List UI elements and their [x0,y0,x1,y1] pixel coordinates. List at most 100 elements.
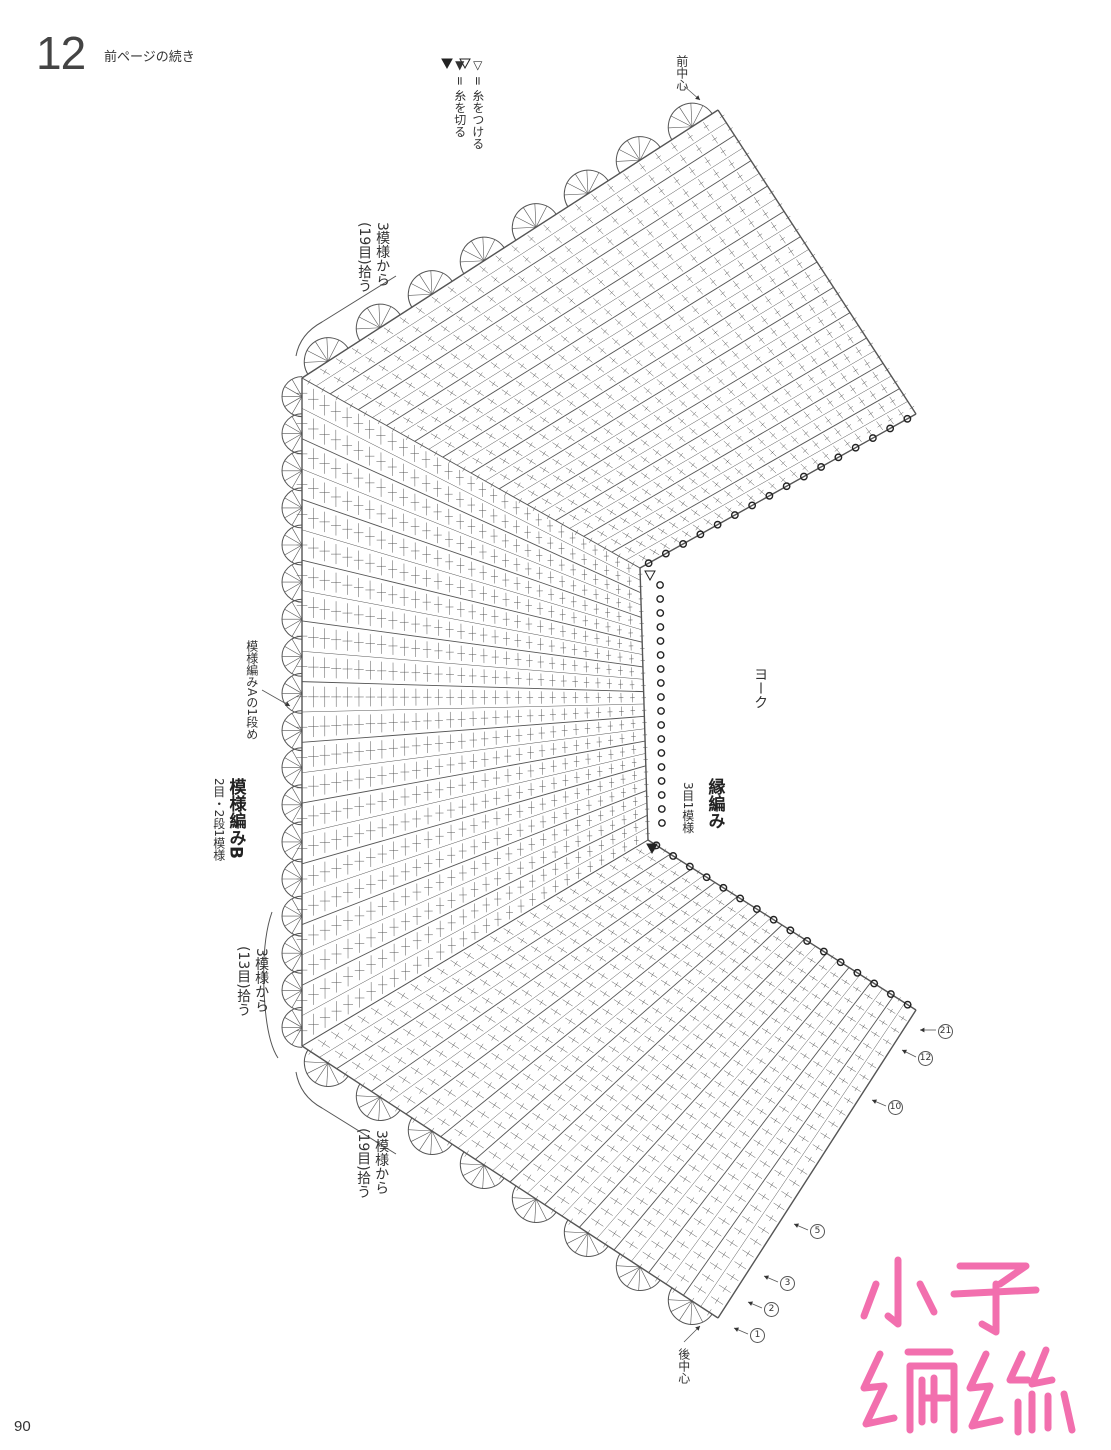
stitch [513,299,842,497]
stitch [684,878,688,883]
stitch [606,429,611,434]
stitch [527,931,794,1194]
stitch [595,299,600,304]
stitch [573,278,578,283]
stitch [551,257,556,262]
fan-stitch [291,804,303,823]
fan-stitch [515,226,537,241]
stitch [603,259,608,264]
stitch [566,317,570,323]
stitch [684,1093,689,1099]
fan-stitch [284,942,303,954]
stitch [782,426,787,431]
stitch [559,913,563,919]
stitch [315,122,727,387]
stitch [788,302,793,307]
stitch [648,872,652,877]
stitch [394,1038,399,1045]
fan-stitch [411,1117,433,1132]
fan-stitch [291,379,303,397]
stitch [515,450,520,456]
stitch [756,286,762,291]
stitch [814,339,820,343]
stitch [870,1062,874,1068]
stitch [652,333,657,338]
stitch [683,191,689,195]
fan-stitch [378,303,381,328]
fan-stitch [410,283,433,295]
stitch [688,135,693,139]
stitch [750,1069,754,1075]
stitch [634,378,639,383]
stitch [734,283,739,287]
stitch [571,1037,576,1043]
stitch [812,1042,816,1048]
stitch [395,374,399,380]
fan-stitch [535,205,548,228]
stitch [873,1031,877,1037]
stitch [814,994,818,999]
stitch [680,1275,686,1282]
stitch [443,1070,448,1077]
stitch [557,1144,563,1151]
fan-stitch [291,656,303,674]
stitch [548,955,552,961]
fan-stitch [284,841,303,853]
stitch [427,976,432,983]
stitch [665,988,883,1285]
stitch [558,373,563,379]
stitch [759,473,764,478]
stitch [621,1219,626,1226]
edging-picot [656,623,665,631]
edging-picot [656,679,665,687]
stitch [614,1115,619,1121]
stitch [679,1007,683,1013]
stitch [665,1197,670,1204]
stitch [818,319,824,324]
stitch [656,155,661,159]
fan-stitch [356,327,381,330]
stitch [522,345,527,350]
stitch [839,394,844,398]
stitch [749,495,753,501]
fan-stitch [306,1062,329,1075]
stitch [820,1031,824,1036]
stitch [441,1118,446,1125]
stitch [577,258,582,263]
stitch [791,471,796,476]
stitch [614,539,618,545]
stitch [786,1026,791,1031]
stitch [834,447,839,452]
legend-cut-yarn: ▼ = 糸を切る [452,58,467,138]
stitch [749,326,754,330]
stitch [674,1103,679,1110]
stitch [542,417,547,423]
stitch [600,531,604,537]
stitch [825,1101,830,1107]
stitch [416,1002,421,1009]
fan-stitch [284,1017,303,1028]
fan-stitch [587,1232,600,1255]
stitch [642,1166,647,1173]
stitch [594,469,598,475]
stitch [535,964,540,970]
stitch [364,393,369,399]
stitch [706,299,712,304]
fan-stitch [616,1265,641,1268]
stitch [533,1045,538,1052]
stitch [623,921,627,927]
stitch [650,856,654,861]
stitch [781,444,786,449]
stitch [564,1165,569,1172]
stitch [802,465,807,470]
stitch [711,227,716,231]
stitch [301,559,643,643]
stitch [672,887,676,892]
fan-stitch [482,236,485,261]
stitch [607,1176,612,1183]
fan-stitch [284,767,303,778]
stitch [856,435,861,440]
stitch [753,1238,758,1245]
stitch [468,970,473,976]
stitch [355,1062,361,1070]
